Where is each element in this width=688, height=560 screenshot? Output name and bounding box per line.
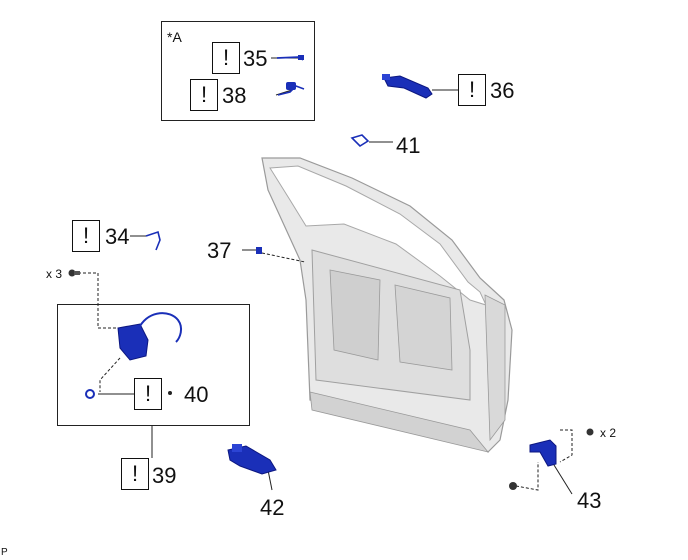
part-number-42: 42	[260, 495, 285, 520]
part-35-shape	[276, 55, 304, 61]
door-panel	[261, 157, 513, 453]
part-number-39: 39	[152, 463, 177, 488]
inset-box-variant-a	[161, 21, 315, 121]
part-39-shape	[85, 312, 183, 399]
screw-icon	[68, 269, 80, 277]
part-number-38: 38	[222, 83, 247, 108]
caution-icon: !	[212, 42, 240, 74]
part-number-36: 36	[490, 78, 515, 103]
part-42-shape	[227, 444, 277, 475]
part-number-37: 37	[207, 238, 232, 263]
part-number-40: 40	[184, 382, 209, 407]
part-34-shape	[145, 230, 161, 251]
quantity-nuts: x 2	[600, 426, 617, 440]
caution-icon: !	[72, 220, 100, 252]
part-number-41: 41	[396, 133, 421, 158]
caution-icon: !	[458, 74, 486, 106]
leader-lines	[78, 57, 573, 495]
part-number-43: 43	[577, 488, 602, 513]
caution-icon: !	[121, 458, 149, 490]
part-number-34: 34	[105, 224, 130, 249]
part-43-shape	[509, 428, 594, 490]
caution-icon: !	[134, 378, 162, 410]
caution-icon: !	[190, 79, 218, 111]
part-number-35: 35	[243, 46, 268, 71]
variant-label: *A	[167, 29, 182, 45]
part-36-shape	[382, 74, 433, 99]
part-37-shape	[256, 247, 262, 254]
corner-code: P	[1, 547, 8, 558]
lock-assembly-box	[57, 304, 250, 426]
part-38-shape	[277, 82, 305, 96]
part-41-shape	[350, 134, 370, 148]
quantity-screws: x 3	[46, 267, 63, 281]
